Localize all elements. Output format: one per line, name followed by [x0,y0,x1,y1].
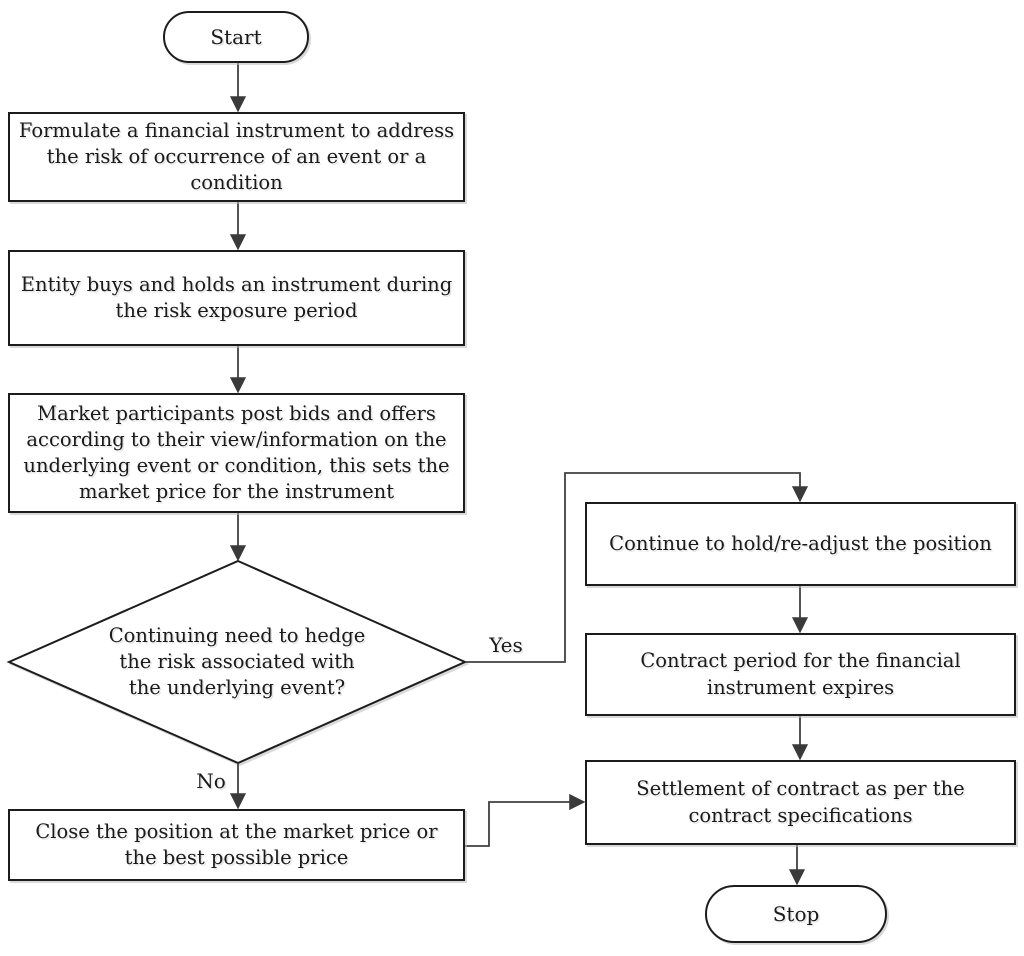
process-continue-hold: Continue to hold/re-adjust the position [585,502,1016,586]
start-terminal: Start [163,11,309,63]
decision-continuing-need-label: Continuing need to hedge the risk associ… [108,623,366,700]
process-contract-expires-label: Contract period for the financial instru… [640,649,961,699]
process-settlement-label: Settlement of contract as per the contra… [636,777,965,827]
process-continue-hold-label: Continue to hold/re-adjust the position [609,531,992,555]
process-market-participants: Market participants post bids and offers… [8,393,465,513]
process-close-position-label: Close the position at the market price o… [35,819,438,869]
process-contract-expires: Contract period for the financial instru… [585,633,1016,716]
stop-label: Stop [772,901,820,926]
process-entity-buys-holds-label: Entity buys and holds an instrument duri… [20,272,453,322]
decision-continuing-need: Continuing need to hedge the risk associ… [105,623,369,701]
process-settlement: Settlement of contract as per the contra… [585,760,1016,845]
arrow-decision-yes-to-continue [465,472,809,663]
no-label: No [196,769,226,793]
process-close-position: Close the position at the market price o… [8,809,465,881]
process-market-participants-label: Market participants post bids and offers… [23,401,450,504]
start-label: Start [210,24,262,49]
stop-terminal: Stop [705,885,887,943]
process-formulate-instrument: Formulate a financial instrument to addr… [8,112,465,202]
arrow-close-to-settlement [465,793,586,847]
process-entity-buys-holds: Entity buys and holds an instrument duri… [8,250,465,346]
yes-label: Yes [489,633,523,657]
process-formulate-instrument-label: Formulate a financial instrument to addr… [18,118,455,195]
